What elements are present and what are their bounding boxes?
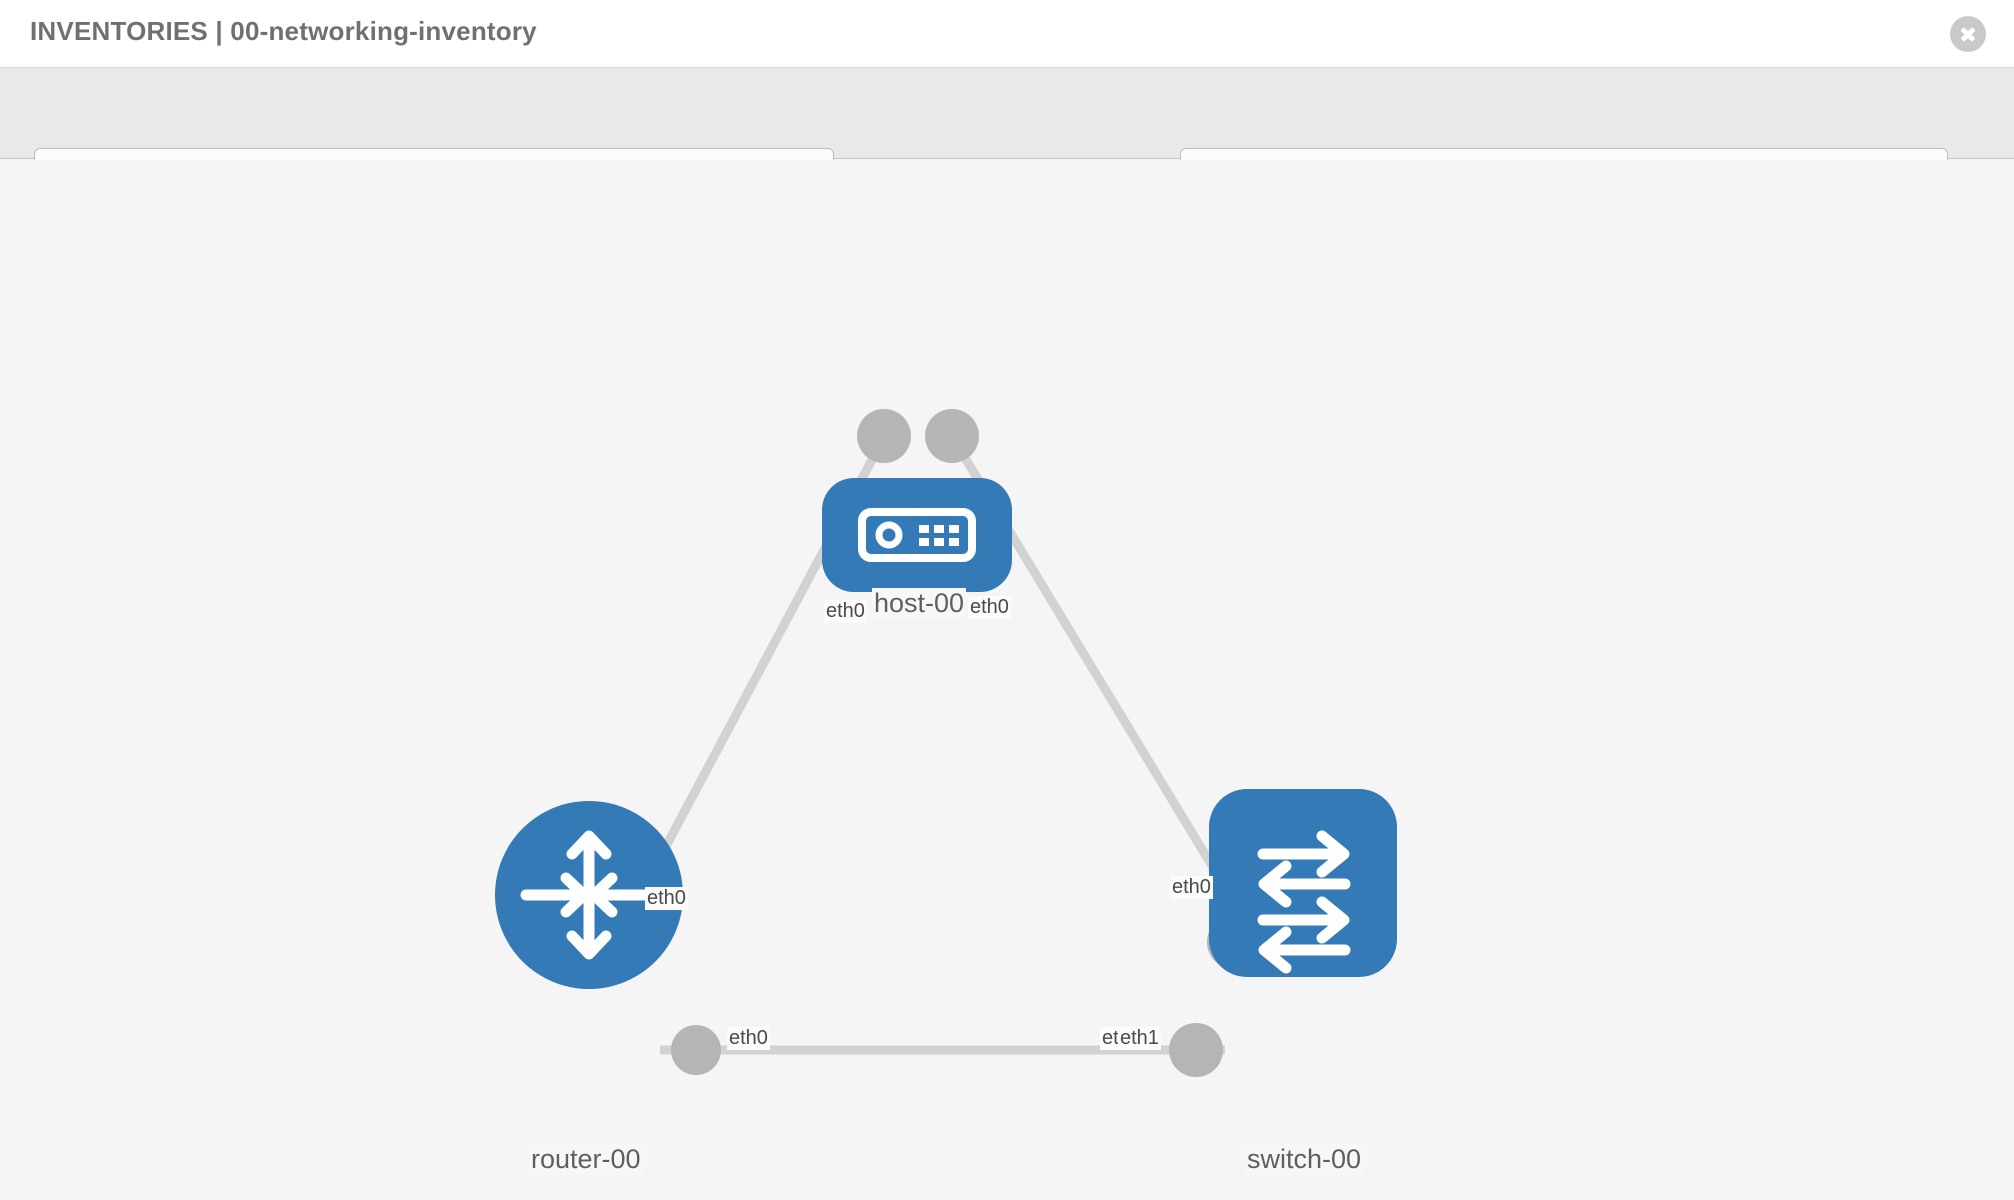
toolbar: ACTIONS SEARCH [0,68,2014,203]
topology-canvas[interactable]: eth0 eth0 eth0 eth0 eth0 eth0 eth1 host-… [0,160,2014,1200]
node-host-00-shape [822,478,1012,592]
connector-router00-right [671,1025,721,1075]
node-switch-00 [1209,789,1397,977]
node-label-router-00: router-00 [529,1144,643,1175]
node-host-00 [822,478,1012,592]
iface-label-router00-right: eth0 [727,1027,770,1050]
node-router-00 [495,801,683,989]
connector-host00-left [857,409,911,463]
topology-graph [495,409,1397,1077]
iface-label-router00-up: eth0 [645,887,688,910]
page-title: INVENTORIES | 00-networking-inventory [30,16,537,46]
topology-connectors [671,409,1261,1077]
node-label-host-00: host-00 [872,588,967,619]
iface-label-host00-right: eth0 [968,596,1011,619]
connector-host00-right [925,409,979,463]
page-header: INVENTORIES | 00-networking-inventory [0,0,2014,68]
node-label-switch-00: switch-00 [1245,1144,1364,1175]
close-x-glyph [1950,16,1986,52]
switch-arrows-icon [1257,830,1351,974]
iface-label-host00-left: eth0 [824,600,867,623]
router-arrows-icon [520,830,658,960]
connector-switch00-left [1169,1023,1223,1077]
iface-label-switch00-left: eth1 [1118,1027,1161,1050]
close-icon[interactable] [1950,16,1986,52]
iface-label-switch00-up: eth0 [1170,876,1213,899]
server-icon [858,508,976,562]
